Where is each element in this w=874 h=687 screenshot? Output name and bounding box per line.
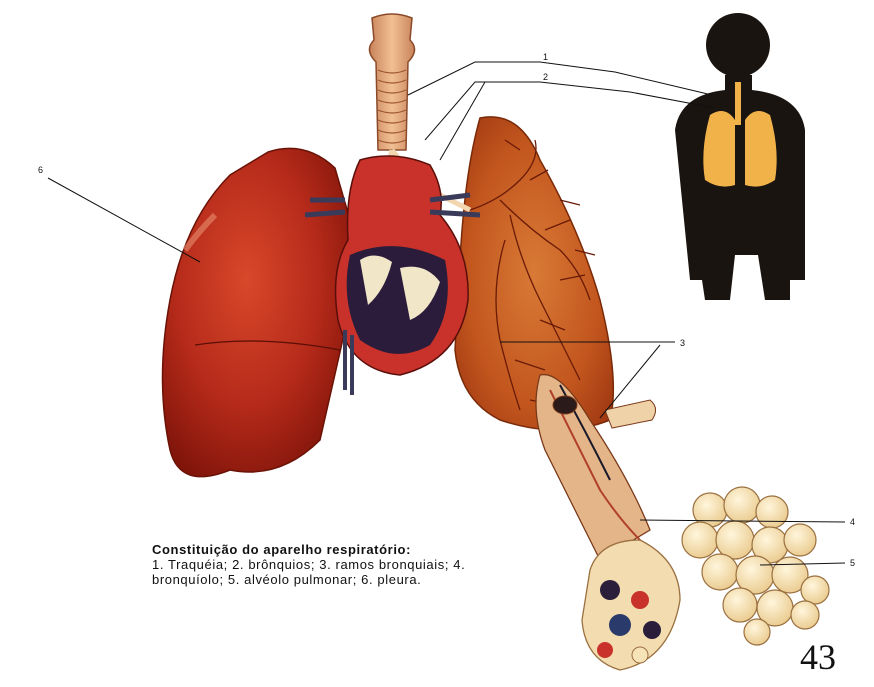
callout-6: 6 — [38, 165, 43, 175]
callout-4: 4 — [850, 517, 855, 527]
human-silhouette — [675, 13, 805, 300]
callout-5: 5 — [850, 558, 855, 568]
caption-title: Constituição do aparelho respiratório: — [152, 542, 532, 557]
page-number: 43 — [800, 636, 836, 678]
trachea — [369, 14, 414, 150]
caption-item: 5. alvéolo pulmonar; — [228, 572, 357, 587]
caption-item: 3. ramos bronquiais; — [319, 557, 449, 572]
figure-caption: Constituição do aparelho respiratório: 1… — [152, 542, 532, 587]
right-lung — [455, 117, 613, 430]
callout-1: 1 — [543, 52, 548, 62]
caption-item: 1. Traquéia; — [152, 557, 228, 572]
alveoli-cluster-section — [582, 540, 680, 670]
callout-2: 2 — [543, 72, 548, 82]
callout-3: 3 — [680, 338, 685, 348]
caption-item: 6. pleura. — [361, 572, 421, 587]
alveoli-cluster — [682, 487, 829, 645]
caption-item: 2. brônquios; — [232, 557, 315, 572]
